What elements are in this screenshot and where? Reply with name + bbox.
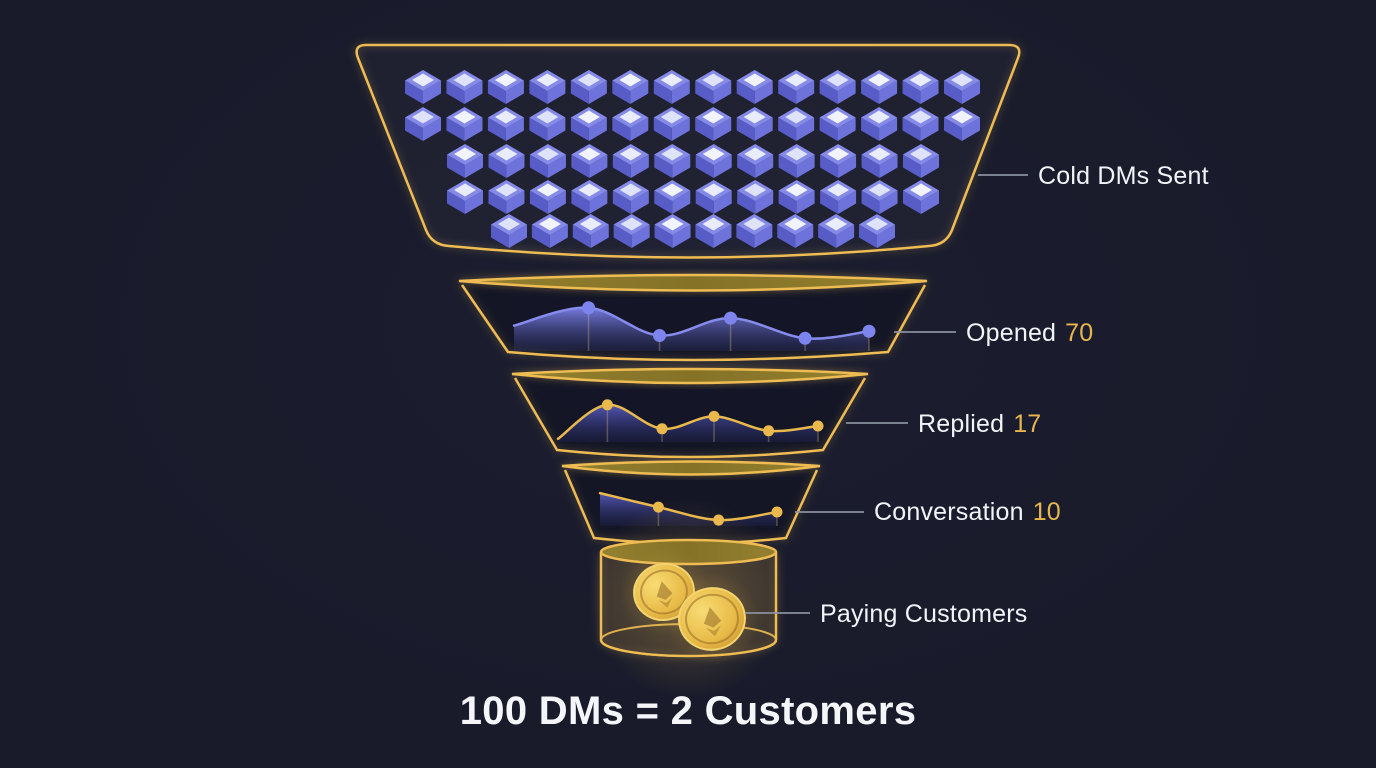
callout-paying: Paying Customers [820, 599, 1027, 629]
dm-cube-icon [447, 144, 483, 178]
dm-cube-icon [571, 144, 608, 178]
dm-cube-icon [487, 70, 524, 104]
dm-cube-icon [736, 70, 773, 104]
dm-cube-icon [777, 214, 814, 248]
callout-value: 70 [1065, 319, 1094, 347]
dm-cube-icon [861, 70, 898, 104]
dm-cube-icon [695, 144, 732, 178]
dm-cube-icon [944, 107, 980, 141]
dm-cube-icon [861, 180, 898, 214]
dm-cube-icon [903, 144, 939, 178]
dm-cube-icon [820, 144, 857, 178]
dm-cube-icon [820, 180, 857, 214]
dm-cube-icon [570, 70, 607, 104]
dm-cube-icon [446, 107, 483, 141]
dm-cube-icon [859, 214, 895, 248]
dm-cube-icon [695, 214, 732, 248]
callout-value: 10 [1032, 498, 1061, 526]
dm-cube-icon [695, 180, 732, 214]
dm-cube-icon [491, 214, 527, 248]
funnel-tier-cold-dms [355, 43, 1021, 259]
dm-cube-icon [861, 107, 898, 141]
dm-cube-icon [861, 144, 898, 178]
dm-cube-icon [736, 214, 773, 248]
callout-replied: Replied 17 [918, 409, 1041, 439]
dm-cube-icon [902, 107, 939, 141]
dm-cube-icon [778, 70, 815, 104]
dm-cube-icon [737, 144, 774, 178]
dm-cube-icon [529, 70, 566, 104]
callout-conversation: Conversation 10 [874, 497, 1061, 527]
dm-cube-icon [654, 144, 691, 178]
dm-cube-icon [653, 70, 690, 104]
callout-opened: Opened 70 [966, 318, 1093, 348]
dm-cube-icon [531, 214, 568, 248]
dm-cube-icon [903, 180, 939, 214]
dm-cubes-grid [405, 70, 980, 248]
dm-cube-icon [488, 144, 525, 178]
dm-cube-icon [695, 70, 732, 104]
opened-activity-trend-chart [512, 301, 876, 351]
dm-cube-icon [695, 107, 732, 141]
funnel-tier-replied [511, 367, 869, 459]
callout-cold-dms: Cold DMs Sent [1038, 161, 1209, 191]
replied-activity-trend-chart [556, 399, 824, 442]
callout-label: Cold DMs Sent [1038, 162, 1209, 190]
callout-label: Paying Customers [820, 600, 1028, 628]
coin-icon [665, 572, 759, 666]
dm-cube-icon [613, 214, 650, 248]
dm-cube-icon [405, 70, 441, 104]
dm-cube-icon [572, 214, 609, 248]
dm-cube-icon [571, 180, 608, 214]
dm-cube-icon [446, 70, 483, 104]
dm-cube-icon [778, 180, 815, 214]
dm-cube-icon [818, 214, 855, 248]
dm-cube-icon [944, 70, 980, 104]
dm-cube-icon [654, 214, 691, 248]
dm-cube-icon [447, 180, 483, 214]
dm-cube-icon [819, 107, 856, 141]
dm-cube-icon [405, 107, 441, 141]
dm-cube-icon [653, 107, 690, 141]
callout-label: Conversation [874, 498, 1024, 526]
callout-label: Opened [966, 319, 1057, 347]
dm-cube-icon [736, 107, 773, 141]
dm-cube-icon [778, 107, 815, 141]
callout-label: Replied [918, 410, 1005, 438]
funnel-tier-paying [588, 498, 788, 698]
dm-cube-icon [612, 107, 649, 141]
dm-cube-icon [488, 180, 525, 214]
dm-cube-icon [487, 107, 524, 141]
dm-cube-icon [612, 144, 649, 178]
dm-cube-icon [778, 144, 815, 178]
dm-cube-icon [612, 180, 649, 214]
dm-cube-icon [902, 70, 939, 104]
callout-value: 17 [1013, 410, 1042, 438]
dm-cube-icon [654, 180, 691, 214]
dm-cube-icon [737, 180, 774, 214]
dm-cube-icon [570, 107, 607, 141]
summary-title: 100 DMs = 2 Customers [459, 689, 917, 733]
dm-cube-icon [529, 144, 566, 178]
dm-cube-icon [529, 107, 566, 141]
dm-cube-icon [819, 70, 856, 104]
dm-cube-icon [612, 70, 649, 104]
dm-cube-icon [529, 180, 566, 214]
